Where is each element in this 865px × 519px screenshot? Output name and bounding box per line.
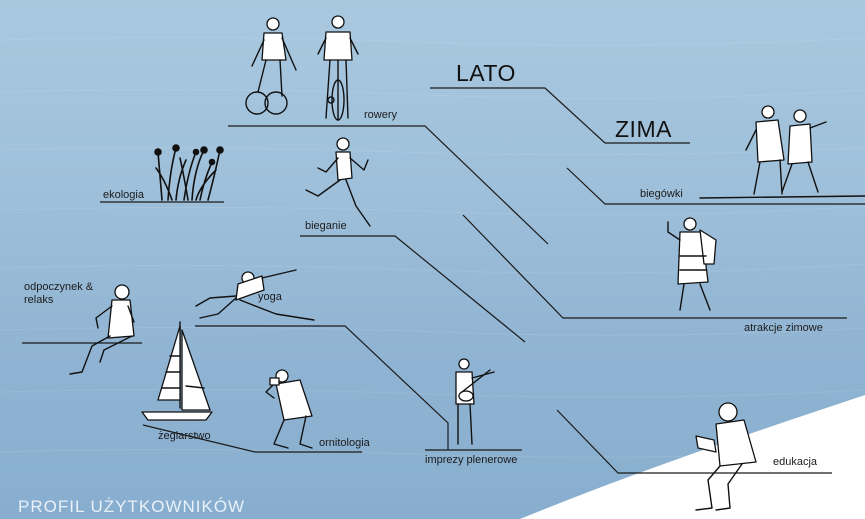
musician-illustration — [455, 358, 495, 445]
connector-lines — [22, 87, 865, 474]
skiers-illustration — [699, 105, 865, 199]
footer-title: PROFIL UŻYTKOWNIKÓW — [18, 497, 246, 516]
season-title-summer: LATO — [456, 60, 516, 86]
shore-shape — [520, 395, 865, 519]
label-cross-country-ski: biegówki — [640, 188, 683, 200]
label-birdwatching: ornitologia — [319, 437, 370, 449]
label-yoga: yoga — [258, 291, 282, 303]
sailboat-illustration — [141, 321, 213, 421]
ecology-plants-illustration — [154, 144, 224, 201]
winter-hiker-illustration — [667, 217, 717, 311]
yoga-illustration — [195, 269, 315, 321]
label-education: edukacja — [773, 456, 818, 468]
label-outdoor-events: imprezy plenerowe — [425, 454, 518, 466]
reader-illustration — [695, 402, 757, 511]
runner-illustration — [305, 137, 371, 227]
label-ecology: ekologia — [103, 189, 144, 201]
cyclists-illustration — [245, 15, 359, 121]
relaxing-person-illustration — [69, 284, 135, 375]
label-cycling: rowery — [364, 109, 398, 121]
water-ripples — [0, 36, 865, 458]
label-relax: odpoczynek & relaks — [24, 281, 94, 306]
label-running: bieganie — [305, 220, 347, 232]
label-winter-attractions: atrakcje zimowe — [744, 322, 823, 334]
label-sailing: żeglarstwo — [158, 430, 211, 442]
photographer-illustration — [265, 369, 313, 449]
season-title-winter: ZIMA — [615, 116, 672, 142]
